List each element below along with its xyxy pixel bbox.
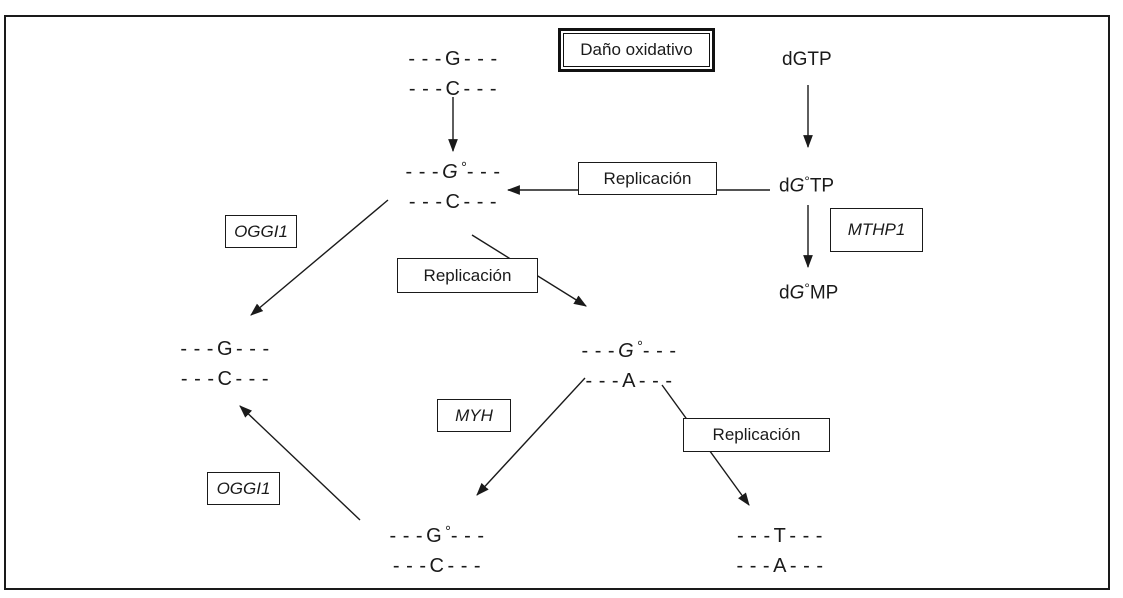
base-t: T: [773, 525, 787, 547]
arrow-ogg1-repair-bottom: [239, 405, 361, 521]
oxo-mark: °: [804, 281, 810, 296]
dashes: - - -: [405, 161, 440, 184]
molecule-dgotp: dG°TP: [779, 174, 834, 198]
dashes: - - -: [789, 555, 824, 577]
oxo-mark: °: [804, 174, 810, 189]
replication-box-bottom: Replicación: [683, 418, 830, 452]
pair-excised-goc: - - -G°- - - - - -C- - -: [389, 517, 484, 581]
base-c: C: [445, 191, 461, 214]
oxidized-g: G: [789, 282, 805, 304]
ogg1-box-top: OGGI1: [225, 215, 297, 248]
dashes: - - -: [450, 525, 485, 548]
base-c: C: [429, 555, 445, 578]
strand-top: - - -G- - -: [408, 44, 497, 74]
dashes: - - -: [180, 338, 214, 360]
myh-label: MYH: [455, 405, 493, 425]
oxo-mark: °: [637, 339, 643, 355]
pair-mispaired-goa: - - -G°- - - - - -A- - -: [581, 332, 676, 396]
base-g: G: [444, 48, 462, 70]
pair-damaged-goc: - - -G°- - - - - -C- - -: [405, 153, 500, 217]
dashes: - - -: [581, 340, 616, 363]
dashes: - - -: [408, 191, 443, 214]
replication-label: Replicación: [423, 265, 512, 285]
dashes: - - -: [408, 78, 443, 100]
title-box: Daño oxidativo: [558, 28, 715, 72]
dashes: - - -: [638, 370, 673, 393]
replication-label: Replicación: [712, 425, 801, 444]
dashes: - - -: [737, 525, 771, 547]
dashes: - - -: [736, 555, 771, 577]
dashes: - - -: [585, 370, 620, 393]
dashes: - - -: [408, 48, 442, 70]
dashes: - - -: [464, 48, 498, 70]
dashes: - - -: [236, 338, 270, 360]
ogg1-box-bottom: OGGI1: [207, 472, 280, 505]
strand-bottom: - - -C- - -: [180, 364, 269, 394]
pair-initial-gc: - - -G- - - - - -C- - -: [408, 44, 497, 104]
replication-box-top: Replicación: [578, 162, 717, 195]
strand-bottom: - - -A- - -: [581, 366, 676, 396]
molecule-dgomp: dG°MP: [779, 281, 838, 305]
strand-top: - - -G°- - -: [581, 332, 676, 366]
base-oxo-g: G: [426, 525, 443, 548]
base-g: G: [216, 338, 234, 360]
dashes: - - -: [463, 191, 498, 214]
base-oxo-g: G: [442, 161, 459, 184]
ogg1-label: OGGI1: [216, 478, 271, 498]
base-a: A: [622, 370, 636, 393]
ogg1-label: OGGI1: [234, 221, 288, 241]
dashes: - - -: [466, 161, 501, 184]
arrow-myh-excision: [476, 377, 586, 496]
strand-top: - - -G°- - -: [405, 153, 500, 187]
dashes: - - -: [642, 340, 677, 363]
pair-repaired-gc: - - -G- - - - - -C- - -: [180, 334, 269, 394]
arrow-ogg1-repair-top: [250, 199, 389, 316]
strand-bottom: - - -C- - -: [405, 187, 500, 217]
pair-mutated-ta: - - -T- - - - - -A- - -: [736, 521, 823, 581]
oxo-mark: °: [445, 524, 451, 540]
mthp1-label: MTHP1: [847, 220, 906, 239]
base-a: A: [773, 555, 787, 577]
molecule-text: MP: [809, 282, 839, 304]
replication-label: Replicación: [603, 168, 692, 188]
strand-top: - - -G°- - -: [389, 517, 484, 551]
strand-bottom: - - -C- - -: [389, 551, 484, 581]
dashes: - - -: [235, 368, 270, 390]
dashes: - - -: [389, 525, 424, 548]
strand-bottom: - - -C- - -: [408, 74, 497, 104]
base-c: C: [445, 78, 461, 100]
strand-bottom: - - -A- - -: [736, 551, 823, 581]
base-c: C: [217, 368, 233, 390]
molecule-text: d: [779, 175, 790, 197]
molecule-text: TP: [809, 175, 835, 197]
figure-frame: [4, 15, 1110, 590]
replication-box-middle: Replicación: [397, 258, 538, 293]
dashes: - - -: [463, 78, 498, 100]
base-oxo-g: G: [618, 340, 635, 363]
molecule-dgtp: dGTP: [782, 49, 832, 70]
title-text: Daño oxidativo: [563, 33, 710, 67]
dashes: - - -: [180, 368, 215, 390]
oxo-mark: °: [461, 160, 467, 176]
molecule-text: d: [779, 282, 790, 304]
dashes: - - -: [789, 525, 823, 547]
oxidized-g: G: [789, 175, 805, 197]
strand-top: - - -G- - -: [180, 334, 269, 364]
strand-top: - - -T- - -: [736, 521, 823, 551]
myh-box: MYH: [437, 399, 511, 432]
mthp1-box: MTHP1: [830, 208, 923, 252]
dashes: - - -: [447, 555, 482, 578]
dashes: - - -: [392, 555, 427, 578]
